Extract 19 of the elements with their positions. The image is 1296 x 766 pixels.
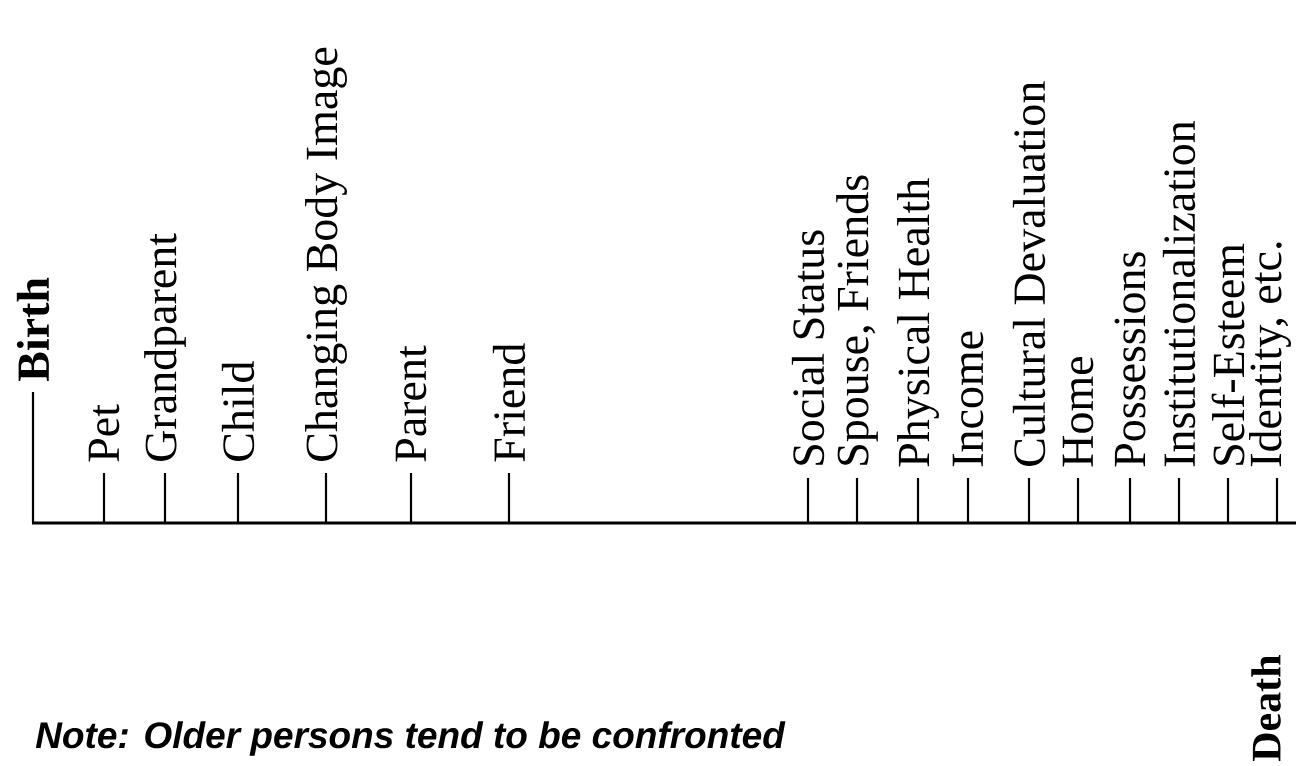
tick-label: Grandparent <box>144 233 186 461</box>
tick-label: Physical Health <box>897 178 939 467</box>
tick-label: Home <box>1062 357 1094 467</box>
end-label: Death <box>1251 655 1281 762</box>
tick-label: Institutionalization <box>1162 120 1196 467</box>
tick-label: Identity, etc. <box>1249 242 1291 467</box>
tick-label: Self-Esteem <box>1211 243 1245 465</box>
tick-label: Birth <box>16 277 50 382</box>
tick-label: Spouse, Friends <box>836 175 878 465</box>
tick-label: Cultural Devaluation <box>1012 81 1046 466</box>
tick-label: Friend <box>492 343 526 462</box>
tick-label: Income <box>952 331 984 467</box>
note: Note: Older persons tend to be confronted <box>35 721 786 756</box>
tick-label: Parent <box>395 345 427 462</box>
tick-label: Possessions <box>1114 252 1146 467</box>
tick-label: Pet <box>88 404 120 462</box>
tick-label: Social Status <box>791 230 825 465</box>
tick-label: Child <box>221 361 255 461</box>
tick-label: Changing Body Image <box>305 47 347 461</box>
